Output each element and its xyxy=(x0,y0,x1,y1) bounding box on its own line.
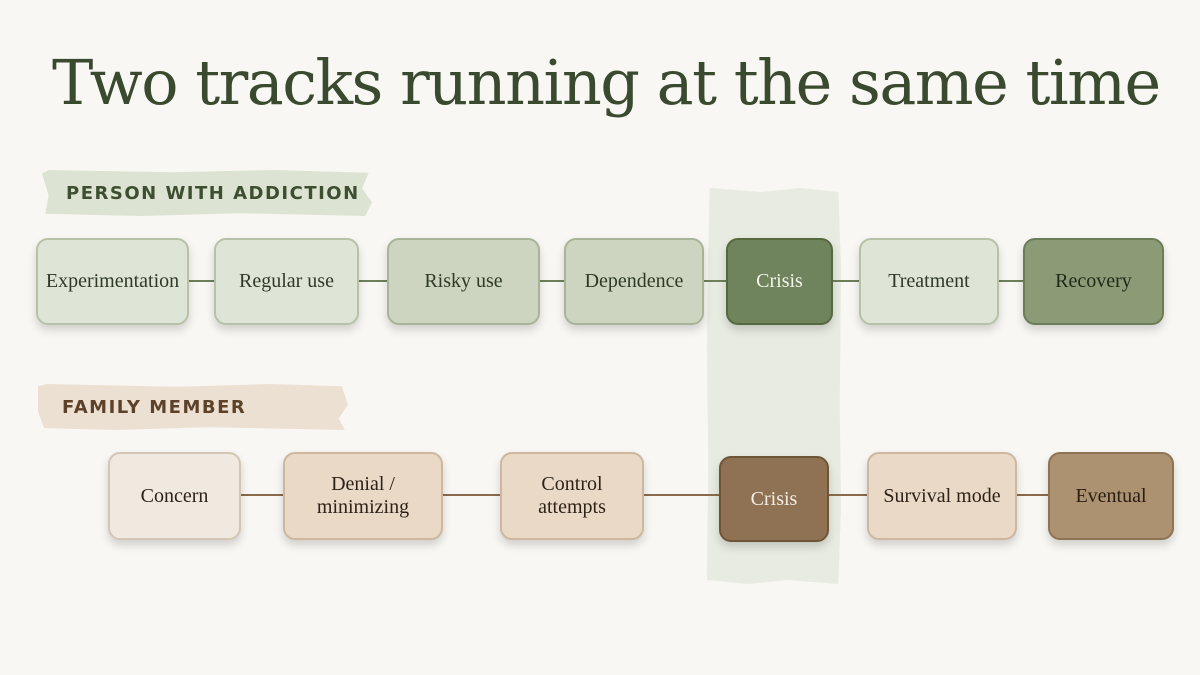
connector xyxy=(704,280,726,282)
connector xyxy=(833,280,859,282)
page-title: Two tracks running at the same time xyxy=(52,46,1161,119)
person-stage-risky-use: Risky use xyxy=(387,238,540,325)
person-stage-dependence: Dependence xyxy=(564,238,704,325)
connector xyxy=(443,494,500,496)
connector xyxy=(829,494,867,496)
connector xyxy=(241,494,283,496)
track-label-person: PERSON WITH ADDICTION xyxy=(42,170,372,216)
connector xyxy=(644,494,719,496)
person-stage-recovery: Recovery xyxy=(1023,238,1164,325)
connector xyxy=(999,280,1023,282)
family-stage-survival-mode: Survival mode xyxy=(867,452,1017,540)
connector xyxy=(1017,494,1048,496)
family-stage-crisis: Crisis xyxy=(719,456,829,542)
person-stage-regular-use: Regular use xyxy=(214,238,359,325)
family-stage-denial-minimizing: Denial / minimizing xyxy=(283,452,443,540)
person-stage-crisis: Crisis xyxy=(726,238,833,325)
connector xyxy=(189,280,214,282)
connector xyxy=(540,280,564,282)
track-label-family: FAMILY MEMBER xyxy=(38,384,348,430)
person-stage-experimentation: Experimentation xyxy=(36,238,189,325)
family-stage-eventual: Eventual xyxy=(1048,452,1174,540)
person-stage-treatment: Treatment xyxy=(859,238,999,325)
connector xyxy=(359,280,387,282)
family-stage-concern: Concern xyxy=(108,452,241,540)
family-stage-control-attempts: Control attempts xyxy=(500,452,644,540)
